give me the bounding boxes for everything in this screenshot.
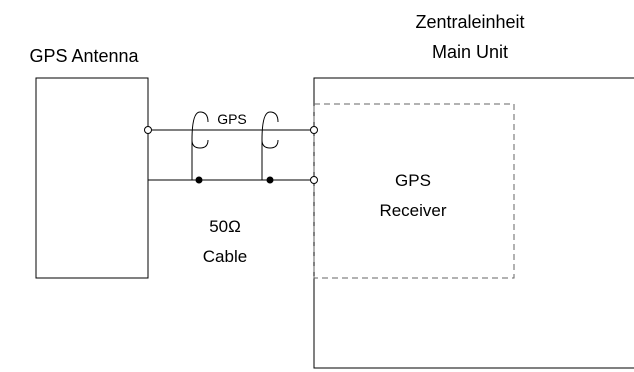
unit-terminal-top (310, 126, 318, 134)
cable-type-label: Cable (203, 247, 247, 266)
gps-receiver-label-line2: Receiver (379, 201, 446, 220)
main-unit-box (313, 77, 634, 369)
antenna-terminal-top (144, 126, 152, 134)
cable-shield-symbol-left (191, 111, 209, 180)
shield-junction-right (266, 176, 274, 184)
gps-antenna-label: GPS Antenna (29, 46, 139, 66)
cable-impedance-label: 50Ω (209, 217, 241, 236)
cable-shield-symbol-right (261, 111, 279, 180)
shield-junction-left (195, 176, 203, 184)
gps-receiver-label-line1: GPS (395, 171, 431, 190)
main-unit-label-line1: Zentraleinheit (415, 12, 524, 32)
gps-receiver-box (313, 103, 515, 279)
unit-terminal-bottom (310, 176, 318, 184)
gps-antenna-box (35, 77, 149, 279)
main-unit-label-line2: Main Unit (432, 42, 508, 62)
cable-shield-label: GPS (217, 111, 247, 127)
